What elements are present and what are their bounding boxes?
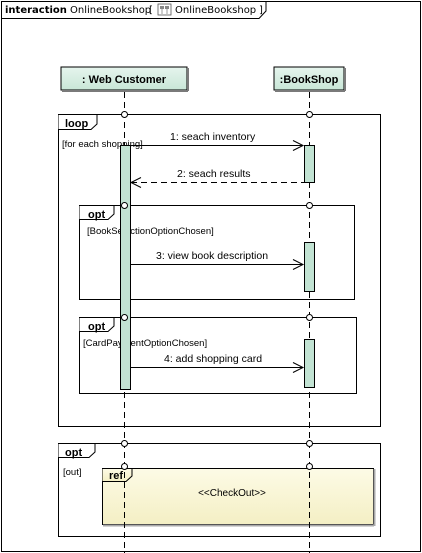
activation-bookshop-1[interactable] <box>304 145 315 183</box>
interaction-frame-tab <box>1 1 267 19</box>
frame-name: OnlineBookshop <box>70 5 151 16</box>
frame-bracket-close: ] <box>259 5 263 16</box>
message-seach-results[interactable]: 2: seach results <box>129 168 304 188</box>
ref-checkout[interactable]: ref <<CheckOut>> <box>102 468 376 527</box>
frame-diagram-ref[interactable]: OnlineBookshop <box>175 5 256 16</box>
loop-operator: loop <box>65 118 88 130</box>
activation-bookshop-2[interactable] <box>304 242 315 292</box>
opt-operator: opt <box>65 447 82 459</box>
diagram-icon <box>157 3 172 16</box>
frame-bracket-open: [ <box>149 5 153 16</box>
ref-operator: ref <box>109 470 123 482</box>
opt-guard-card-payment: [CardPaymentOptionChosen] <box>83 338 207 349</box>
lifeline-label-bookshop: :BookShop <box>280 74 339 86</box>
opt-guard-book-selection: [BookSelectionOptionChosen] <box>87 226 214 237</box>
message-add-shopping-card[interactable]: 4: add shopping card <box>130 353 305 373</box>
lifeline-bookshop[interactable]: :BookShop <box>273 66 346 92</box>
opt-operator: opt <box>88 321 105 333</box>
message-label-3: 3: view book description <box>156 250 268 262</box>
loop-guard: [for each shopping] <box>62 139 143 150</box>
opt-operator: opt <box>88 209 105 221</box>
loop-fragment[interactable]: loop [for each shopping] <box>58 114 381 427</box>
message-label-4: 4: add shopping card <box>164 353 262 365</box>
lifeline-label-web-customer: : Web Customer <box>82 74 167 86</box>
message-seach-inventory[interactable]: 1: seach inventory <box>130 131 305 151</box>
opt-fragment-out[interactable]: opt [out] <box>58 443 381 537</box>
opt-fragment-book-selection[interactable]: opt [BookSelectionOptionChosen] <box>79 205 355 300</box>
opt-fragment-card-payment[interactable]: opt [CardPaymentOptionChosen] <box>79 317 357 394</box>
lifeline-web-customer[interactable]: : Web Customer <box>60 66 189 92</box>
message-label-1: 1: seach inventory <box>170 131 256 143</box>
opt-guard-out: [out] <box>63 467 82 478</box>
message-label-2: 2: seach results <box>177 168 251 180</box>
fragment-gates <box>121 111 313 470</box>
message-view-book-description[interactable]: 3: view book description <box>130 250 305 270</box>
activation-bookshop-3[interactable] <box>304 339 315 388</box>
frame-keyword: interaction <box>5 5 67 16</box>
activation-web-customer[interactable] <box>120 145 131 390</box>
ref-label: <<CheckOut>> <box>198 488 266 499</box>
